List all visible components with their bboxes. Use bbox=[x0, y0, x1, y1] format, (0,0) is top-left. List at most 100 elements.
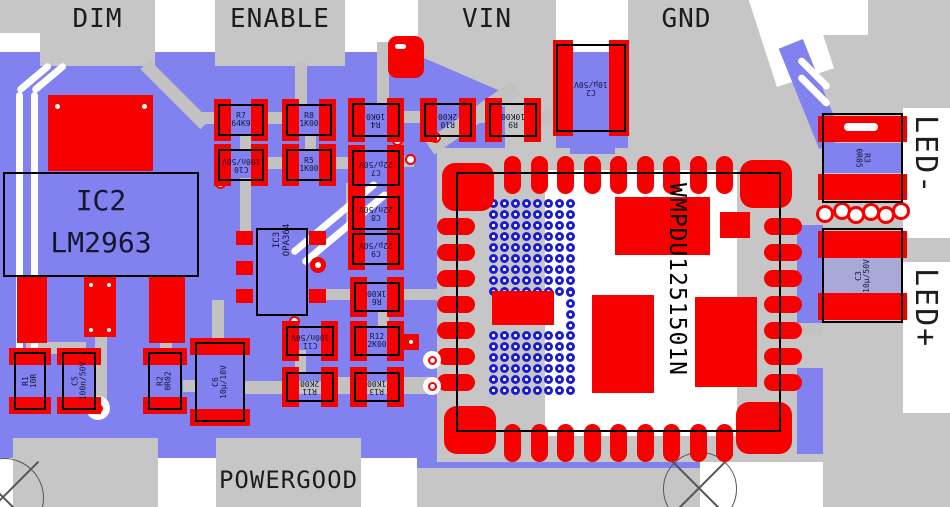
via-dot bbox=[522, 243, 531, 252]
module-pad bbox=[636, 424, 654, 462]
via-dot bbox=[555, 386, 564, 395]
drill-dot bbox=[315, 262, 321, 268]
via-dot bbox=[522, 353, 531, 362]
module-pad bbox=[504, 156, 521, 194]
ic2-leg-pad bbox=[17, 277, 47, 343]
trace bbox=[326, 289, 354, 300]
via-dot bbox=[511, 331, 520, 340]
module-pad bbox=[610, 156, 627, 194]
via-dot bbox=[511, 276, 520, 285]
module-thermal-pad bbox=[615, 197, 710, 255]
via-dot bbox=[489, 386, 498, 395]
module-pad bbox=[764, 296, 802, 313]
module-pad bbox=[663, 424, 680, 462]
via-dot bbox=[489, 265, 498, 274]
module-pad bbox=[764, 270, 802, 287]
via-dot bbox=[489, 210, 498, 219]
module-pad bbox=[764, 244, 802, 261]
via-dot bbox=[533, 210, 542, 219]
drill-dot bbox=[107, 283, 111, 287]
trace bbox=[240, 135, 251, 151]
dim-label: DIM bbox=[72, 4, 123, 34]
via-dot bbox=[555, 375, 564, 384]
enable-label: ENABLE bbox=[230, 4, 330, 34]
via-dot bbox=[566, 276, 575, 285]
module-part-label: WMPDU1251501N bbox=[664, 183, 690, 377]
via-halo bbox=[423, 377, 441, 395]
module-thermal-pad bbox=[695, 297, 757, 387]
led-minus-label: LED- bbox=[908, 115, 943, 196]
trace bbox=[262, 112, 288, 124]
via-dot bbox=[500, 221, 509, 230]
trace bbox=[398, 289, 444, 300]
module-thermal-pad bbox=[592, 295, 654, 393]
via-dot bbox=[566, 265, 575, 274]
pad bbox=[818, 293, 907, 320]
via-dot bbox=[555, 342, 564, 351]
via-dot bbox=[544, 265, 553, 274]
via-dot bbox=[566, 288, 575, 297]
ic2-label: IC2 LM2963 bbox=[50, 184, 152, 259]
via-dot bbox=[566, 210, 575, 219]
via-dot bbox=[544, 276, 553, 285]
module-pad bbox=[764, 322, 802, 339]
keepout-stripe bbox=[16, 92, 23, 352]
via-dot bbox=[522, 221, 531, 230]
via-dot bbox=[544, 375, 553, 384]
via-dot bbox=[489, 243, 498, 252]
tab-enable: ENABLE bbox=[215, 0, 345, 66]
right-silk-strip bbox=[903, 238, 950, 262]
via-dot bbox=[566, 310, 575, 319]
via-dot bbox=[500, 353, 509, 362]
ic3-pad bbox=[309, 231, 326, 245]
module-pad bbox=[689, 424, 707, 462]
pad bbox=[818, 174, 907, 200]
via-dot bbox=[566, 353, 575, 362]
powergood-label: POWERGOOD bbox=[218, 466, 359, 494]
via-dot bbox=[555, 265, 564, 274]
module-pad bbox=[583, 156, 601, 194]
via-dot bbox=[533, 276, 542, 285]
ic3-pad bbox=[236, 289, 253, 303]
via-dot bbox=[533, 386, 542, 395]
module-outline bbox=[456, 172, 781, 432]
via-dot bbox=[500, 342, 509, 351]
trace bbox=[95, 332, 107, 400]
ic3-pad bbox=[236, 231, 253, 245]
module-pad bbox=[530, 424, 548, 462]
module-thermal-pad bbox=[720, 212, 750, 238]
via-dot bbox=[500, 276, 509, 285]
module-corner-pad bbox=[740, 160, 792, 208]
via-dot bbox=[500, 210, 509, 219]
trace bbox=[183, 380, 197, 392]
